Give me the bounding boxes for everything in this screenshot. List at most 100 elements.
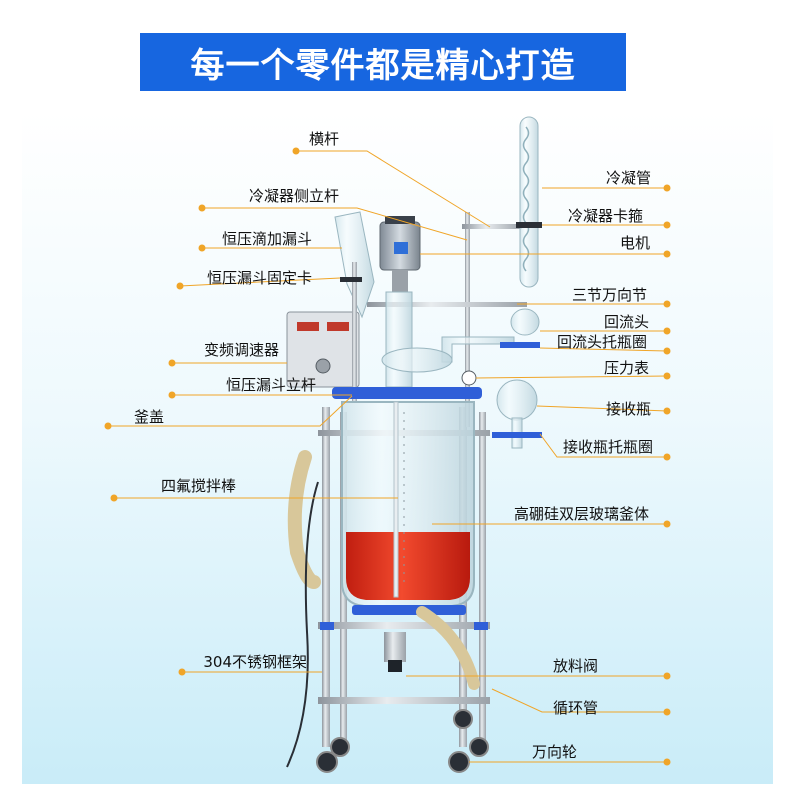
frame-rail [318, 697, 490, 704]
label-condenser-clamp: 冷凝器卡箍 [568, 207, 644, 225]
leader-line-crossbar [296, 150, 491, 228]
label-vfd-controller: 变频调速器 [203, 341, 279, 359]
label-condenser-side-rod: 冷凝器侧立杆 [248, 187, 339, 205]
leader-line-funnel-clamp [179, 277, 341, 287]
condenser-clamp-shape [516, 222, 542, 228]
condenser-side-rod-shape [465, 212, 470, 427]
receiving-flask-shape [496, 379, 538, 421]
label-stirring-rod: 四氟搅拌棒 [160, 477, 236, 495]
label-crossbar: 横杆 [308, 130, 339, 148]
leader-dot [110, 494, 118, 502]
power-cord [286, 481, 319, 768]
label-reflux-head: 回流头 [604, 313, 650, 331]
leader-dot [104, 422, 112, 430]
leader-dot [198, 204, 206, 212]
leader-dot [663, 250, 671, 258]
condenser-shape [519, 116, 539, 288]
lid-dome [381, 347, 453, 373]
neck-glass [385, 291, 413, 388]
leader-line-pressure-gauge [475, 375, 668, 379]
leader-line-circulation-pipe [491, 688, 667, 713]
leader-dot [176, 282, 184, 290]
leader-dot [663, 372, 671, 380]
leader-dot [663, 672, 671, 680]
leader-dot [663, 300, 671, 308]
leader-dot [168, 359, 176, 367]
motor-label [394, 242, 408, 254]
leader-line-receiving-flask [536, 405, 668, 412]
label-receiving-flask: 接收瓶 [606, 400, 652, 418]
leader-line-flask-ring [539, 433, 667, 458]
funnel-clamp-shape [340, 277, 362, 282]
frame-rail [318, 622, 490, 629]
label-condenser: 冷凝管 [606, 169, 652, 187]
bottom-flange [352, 605, 466, 615]
diagram-panel: 横杆 冷凝器侧立杆 恒压滴加漏斗 恒压漏斗固定卡 变频调速器 恒压漏斗立杆 釜盖… [22, 112, 773, 784]
leader-dot [292, 147, 300, 155]
label-motor: 电机 [620, 234, 651, 252]
leader-line-condenser-side-rod [202, 207, 468, 241]
crossbar-shape [367, 302, 527, 307]
title-banner: 每一个零件都是精心打造 [140, 33, 626, 91]
label-funnel: 恒压滴加漏斗 [221, 230, 312, 248]
leader-dot [663, 453, 671, 461]
leader-line-lid [108, 395, 353, 427]
lid-shape [332, 387, 482, 399]
condenser-coil [522, 126, 530, 272]
diagram-canvas [22, 112, 773, 784]
leader-dot [663, 347, 671, 355]
leader-dot [663, 221, 671, 229]
motor-coupling [392, 270, 408, 292]
banner-title: 每一个零件都是精心打造 [190, 45, 576, 86]
caster-wheel [453, 709, 473, 729]
circulation-pipe-shape [287, 450, 321, 589]
leader-dot [663, 407, 671, 415]
frame-post [479, 412, 486, 742]
circulation-pipe-lower [416, 606, 480, 690]
leader-dot [663, 184, 671, 192]
label-reflux-ring: 回流头托瓶圈 [557, 333, 648, 351]
caster-wheel [330, 737, 350, 757]
label-frame: 304不锈钢框架 [203, 653, 307, 671]
reflux-head-shape [510, 308, 540, 336]
label-flask-ring: 接收瓶托瓶圈 [563, 438, 654, 456]
leader-dots [104, 147, 671, 766]
upper-crossbar [462, 224, 522, 229]
stirring-rod-shape [393, 401, 399, 598]
label-vessel: 高硼硅双层玻璃釜体 [514, 505, 650, 523]
leader-dot [663, 327, 671, 335]
label-joint: 三节万向节 [572, 286, 648, 304]
leader-dot [168, 391, 176, 399]
label-funnel-rod: 恒压漏斗立杆 [225, 376, 316, 394]
display-window [297, 322, 319, 331]
caster-wheel [316, 751, 338, 773]
leader-lines [108, 150, 668, 763]
label-discharge-valve: 放料阀 [553, 657, 599, 675]
pressure-gauge-shape [461, 370, 477, 386]
caster-wheel [469, 737, 489, 757]
leader-dot [198, 244, 206, 252]
label-caster: 万向轮 [532, 743, 578, 761]
funnel-rod-shape [352, 262, 357, 402]
label-funnel-clamp: 恒压漏斗固定卡 [206, 269, 312, 287]
flask-ring-shape [492, 432, 542, 438]
reactor-illustration [286, 116, 542, 773]
label-circulation-pipe: 循环管 [553, 699, 599, 717]
leader-line-reflux-ring [539, 347, 668, 352]
display-window [327, 322, 349, 331]
valve-handle [388, 660, 402, 672]
leader-dot [663, 758, 671, 766]
reflux-ring-shape [500, 342, 540, 348]
leader-dot [663, 520, 671, 528]
liquid-fill [346, 532, 470, 600]
discharge-valve-shape [384, 632, 406, 662]
leader-dot [663, 708, 671, 716]
caster-wheel [448, 751, 470, 773]
label-pressure-gauge: 压力表 [604, 359, 650, 377]
label-lid: 釜盖 [133, 408, 164, 426]
speed-knob [315, 358, 331, 374]
frame-clamp [320, 622, 334, 630]
frame-clamp [474, 622, 488, 630]
leader-dot [178, 668, 186, 676]
frame-post [322, 407, 330, 747]
